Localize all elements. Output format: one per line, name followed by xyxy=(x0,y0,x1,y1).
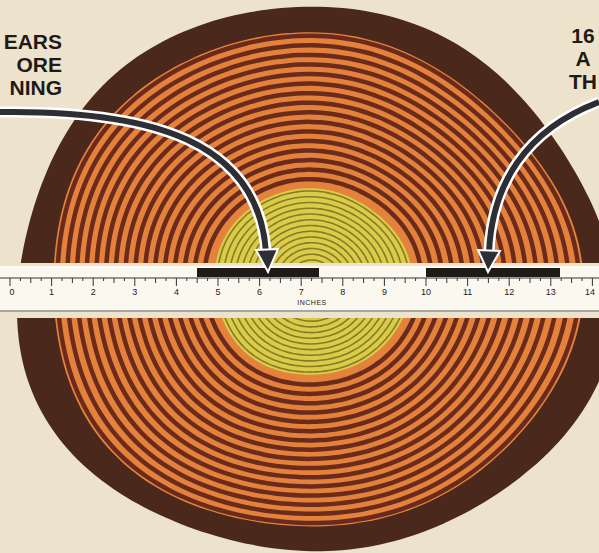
ruler-tick xyxy=(259,278,260,286)
callout-text: 16 A TH xyxy=(568,24,598,93)
ruler-tick xyxy=(561,278,562,281)
ruler-tick xyxy=(332,278,333,281)
ruler-tick xyxy=(51,278,52,286)
inch-ruler xyxy=(0,266,599,312)
ruler-tick xyxy=(301,278,302,286)
ruler-tick xyxy=(280,278,281,283)
ruler-tick xyxy=(498,278,499,281)
ruler-tick xyxy=(197,278,198,283)
ruler-tick xyxy=(415,278,416,281)
ruler-number: 4 xyxy=(174,288,179,297)
ruler-tick xyxy=(270,278,271,281)
ruler-tick xyxy=(30,278,31,283)
callout-text: EARS ORE NING xyxy=(0,30,62,99)
ruler-tick xyxy=(166,278,167,281)
ruler-tick xyxy=(374,278,375,281)
ruler-tick xyxy=(218,278,219,286)
ruler-tick xyxy=(322,278,323,283)
ruler-tick xyxy=(571,278,572,283)
ruler-tick xyxy=(436,278,437,281)
ruler-tick xyxy=(405,278,406,283)
ruler-tick xyxy=(353,278,354,281)
ruler-tick xyxy=(155,278,156,283)
ruler-number: 13 xyxy=(546,288,556,297)
after-thinning-bar xyxy=(426,268,560,277)
ruler-number: 6 xyxy=(257,288,262,297)
ruler-number: 8 xyxy=(340,288,345,297)
ruler-tick xyxy=(519,278,520,281)
ruler-tick xyxy=(311,278,312,281)
ruler-tick xyxy=(124,278,125,281)
ruler-number: 7 xyxy=(299,288,304,297)
ruler-tick xyxy=(176,278,177,286)
ruler-tick xyxy=(207,278,208,281)
ruler-tick xyxy=(582,278,583,281)
ruler-number: 9 xyxy=(382,288,387,297)
ruler-tick xyxy=(103,278,104,281)
before-thinning-bar xyxy=(197,268,319,277)
ruler-number: 14 xyxy=(585,288,595,297)
ruler-number: 11 xyxy=(463,288,472,297)
ruler-tick xyxy=(550,278,551,286)
ruler-tick xyxy=(145,278,146,281)
ruler-tick xyxy=(446,278,447,283)
ruler-tick xyxy=(509,278,510,286)
ruler-number: 5 xyxy=(215,288,220,297)
ruler-tick xyxy=(186,278,187,281)
ruler-tick xyxy=(72,278,73,283)
ruler-number: 3 xyxy=(132,288,137,297)
ruler-tick xyxy=(62,278,63,281)
ruler-tick xyxy=(249,278,250,281)
ruler-tick xyxy=(342,278,343,286)
ruler-number: 0 xyxy=(9,288,14,297)
ruler-number: 1 xyxy=(49,288,54,297)
ruler-tick xyxy=(238,278,239,283)
ruler-tick xyxy=(93,278,94,286)
unit-label: INCHES xyxy=(297,299,326,306)
callout-arrow xyxy=(0,112,278,272)
ruler-tick xyxy=(540,278,541,281)
ruler-tick xyxy=(457,278,458,281)
ruler-number: 10 xyxy=(421,288,431,297)
ruler-number: 2 xyxy=(91,288,96,297)
ruler-tick xyxy=(114,278,115,283)
ruler-tick xyxy=(41,278,42,281)
callout-arrow xyxy=(478,102,599,272)
ruler-tick xyxy=(10,278,11,286)
ruler-tick xyxy=(363,278,364,283)
ruler-tick xyxy=(290,278,291,281)
ruler-tick xyxy=(592,278,593,286)
ruler-tick xyxy=(488,278,489,283)
ruler-tick xyxy=(228,278,229,281)
ruler-tick xyxy=(426,278,427,286)
ruler-tick xyxy=(467,278,468,286)
ruler-tick xyxy=(20,278,21,281)
ruler-tick xyxy=(530,278,531,283)
ruler-tick xyxy=(384,278,385,286)
ruler-tick xyxy=(394,278,395,281)
ruler-tick xyxy=(134,278,135,286)
ruler-tick xyxy=(478,278,479,281)
ruler-number: 12 xyxy=(504,288,514,297)
ruler-tick xyxy=(82,278,83,281)
